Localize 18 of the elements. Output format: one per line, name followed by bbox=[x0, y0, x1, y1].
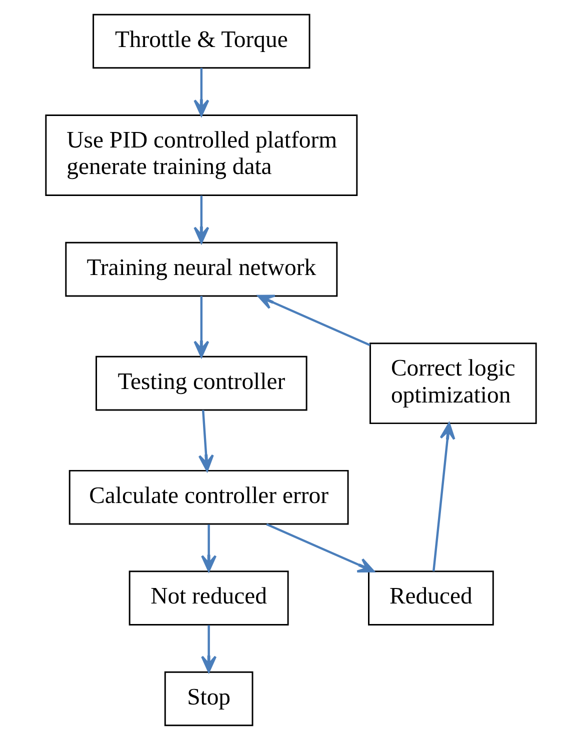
node-box: Correct logic optimization bbox=[368, 342, 536, 424]
arrow bbox=[200, 524, 216, 572]
node-box: Throttle & Torque bbox=[92, 14, 310, 69]
node-box: Stop bbox=[164, 671, 253, 726]
arrow bbox=[266, 523, 374, 573]
node-box: Training neural network bbox=[64, 242, 338, 297]
arrow bbox=[432, 422, 455, 572]
arrow bbox=[200, 625, 216, 673]
arrow bbox=[193, 196, 209, 244]
node-box: Testing controller bbox=[95, 356, 307, 411]
arrow bbox=[198, 410, 214, 472]
arrow bbox=[256, 294, 370, 346]
arrow bbox=[193, 296, 209, 358]
node-box: Not reduced bbox=[128, 570, 288, 626]
arrow bbox=[193, 68, 209, 116]
node-box: Use PID controlled platform generate training data bbox=[44, 114, 358, 196]
node-box: Reduced bbox=[368, 570, 494, 626]
node-box: Calculate controller error bbox=[68, 470, 348, 525]
